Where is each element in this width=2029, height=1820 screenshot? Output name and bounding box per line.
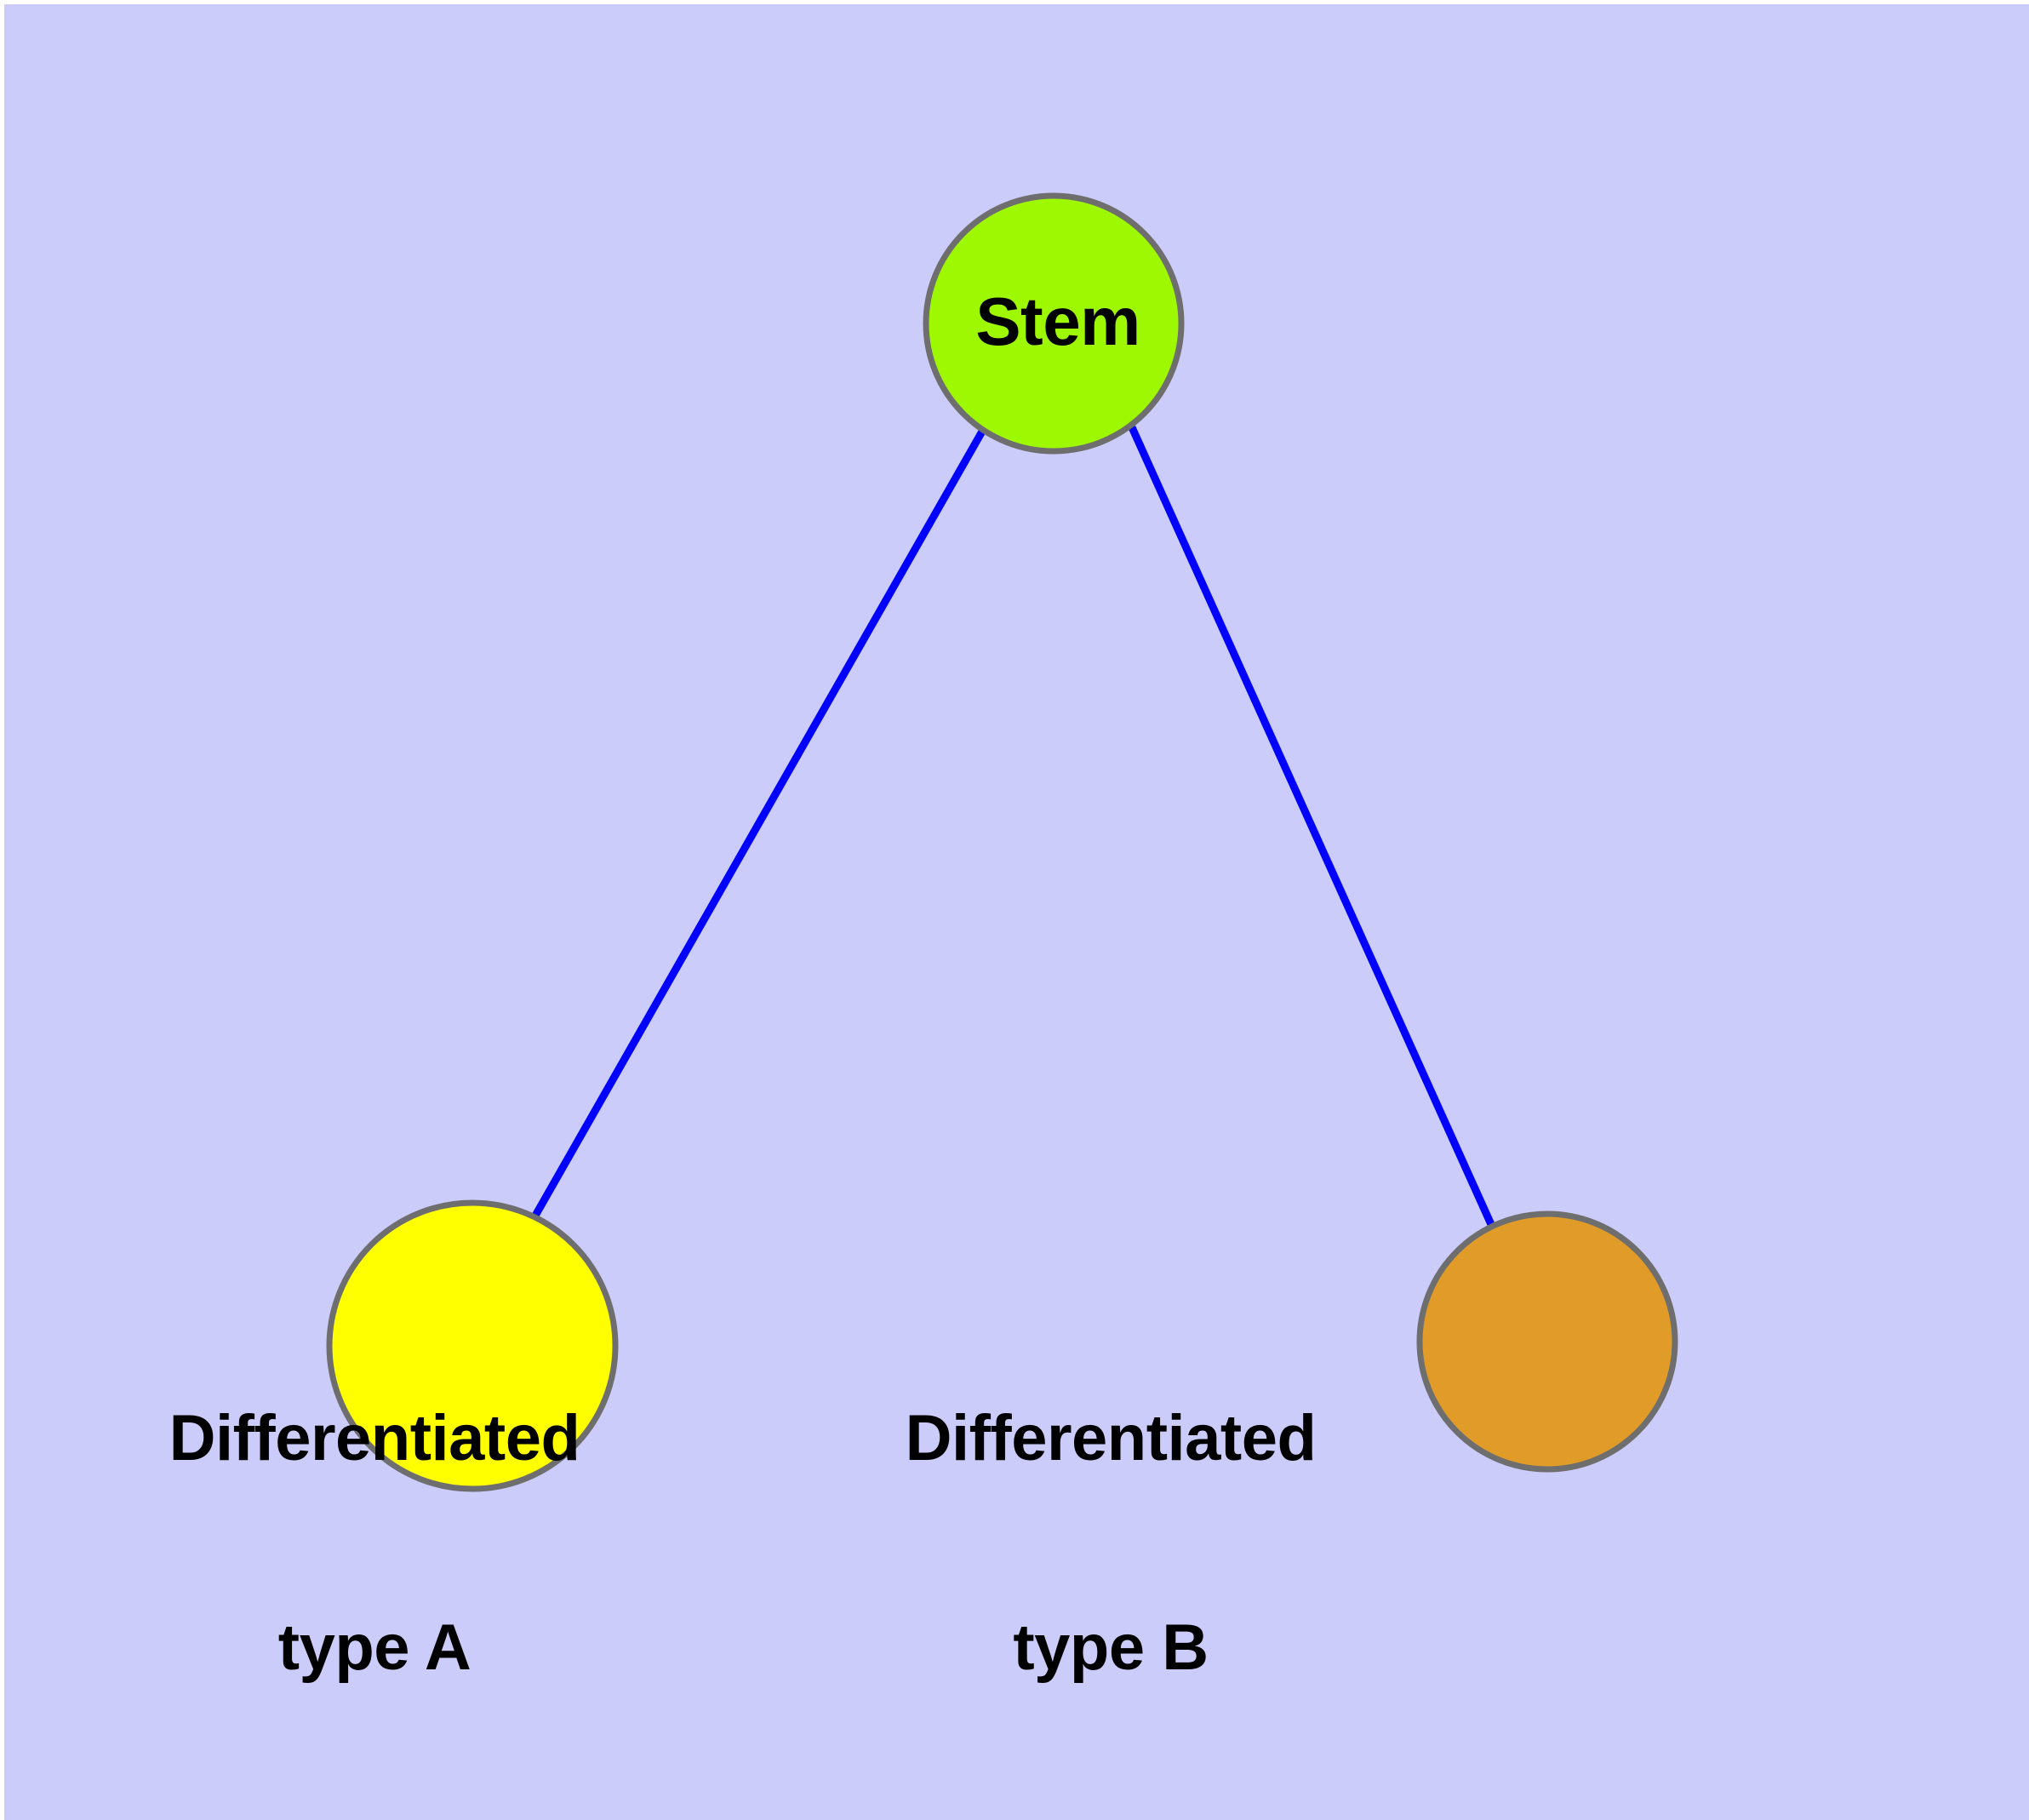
node-differentiated-type-a[interactable]	[326, 1199, 619, 1492]
edge-stem-to-diff-b[interactable]	[1128, 426, 1498, 1232]
node-stem[interactable]	[923, 192, 1185, 455]
edge-layer	[529, 426, 1498, 1232]
node-differentiated-type-b[interactable]	[1416, 1210, 1678, 1473]
node-layer	[326, 192, 1678, 1492]
edge-stem-to-diff-a[interactable]	[529, 427, 986, 1224]
graph-svg	[326, 192, 1678, 1492]
